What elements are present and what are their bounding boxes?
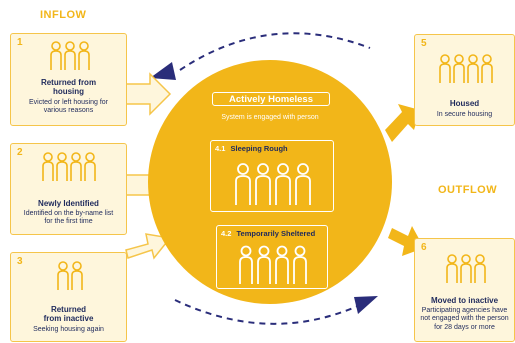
- actively-homeless-title: Actively Homeless: [212, 92, 330, 106]
- card-number: 1: [17, 37, 23, 48]
- card-description: Seeking housing again: [33, 326, 104, 333]
- card-description: In secure housing: [436, 111, 493, 118]
- sleeping-rough-label: Sleeping Rough: [230, 144, 288, 153]
- people-icon: [42, 152, 96, 181]
- card-description: Evicted or left housing for various reas…: [29, 99, 108, 115]
- sleeping-rough-box: 4.1 Sleeping Rough: [210, 140, 334, 212]
- temporarily-sheltered-label: Temporarily Sheltered: [236, 229, 316, 238]
- actively-homeless-subtitle: System is engaged with person: [221, 114, 319, 121]
- card-number: 6: [421, 242, 427, 253]
- card-number: 2: [17, 147, 23, 158]
- card-number: 5: [421, 38, 427, 49]
- sleeping-rough-number: 4.1: [215, 144, 226, 153]
- card-moved-to-inactive: 6 Moved to inactive Participating agenci…: [414, 238, 515, 342]
- people-icon: [235, 163, 311, 205]
- card-title: Returned from inactive: [43, 305, 94, 324]
- card-number: 3: [17, 256, 23, 267]
- card-newly-identified: 2 Newly Identified Identified on the by-…: [10, 143, 127, 235]
- outflow-heading: OUTFLOW: [438, 184, 498, 196]
- card-returned-from-housing: 1 Returned from housing Evicted or left …: [10, 33, 127, 126]
- card-title: Returned from housing: [40, 78, 97, 97]
- card-title: Housed: [449, 99, 480, 108]
- temporarily-sheltered-box: 4.2 Temporarily Sheltered: [216, 225, 328, 289]
- people-icon: [50, 41, 90, 70]
- card-returned-from-inactive: 3 Returned from inactive Seeking housing…: [10, 252, 127, 342]
- temporarily-sheltered-number: 4.2: [221, 229, 232, 238]
- card-title: Moved to inactive: [430, 296, 499, 305]
- people-icon: [239, 245, 307, 284]
- card-title: Newly Identified: [38, 199, 99, 208]
- people-icon: [57, 261, 83, 290]
- people-icon: [446, 254, 486, 283]
- card-description: Identified on the by-name list for the f…: [23, 210, 114, 226]
- people-icon: [439, 54, 493, 83]
- card-housed: 5 Housed In secure housing: [414, 34, 515, 126]
- card-description: Participating agencies have not engaged …: [420, 307, 509, 331]
- inflow-heading: INFLOW: [40, 9, 87, 21]
